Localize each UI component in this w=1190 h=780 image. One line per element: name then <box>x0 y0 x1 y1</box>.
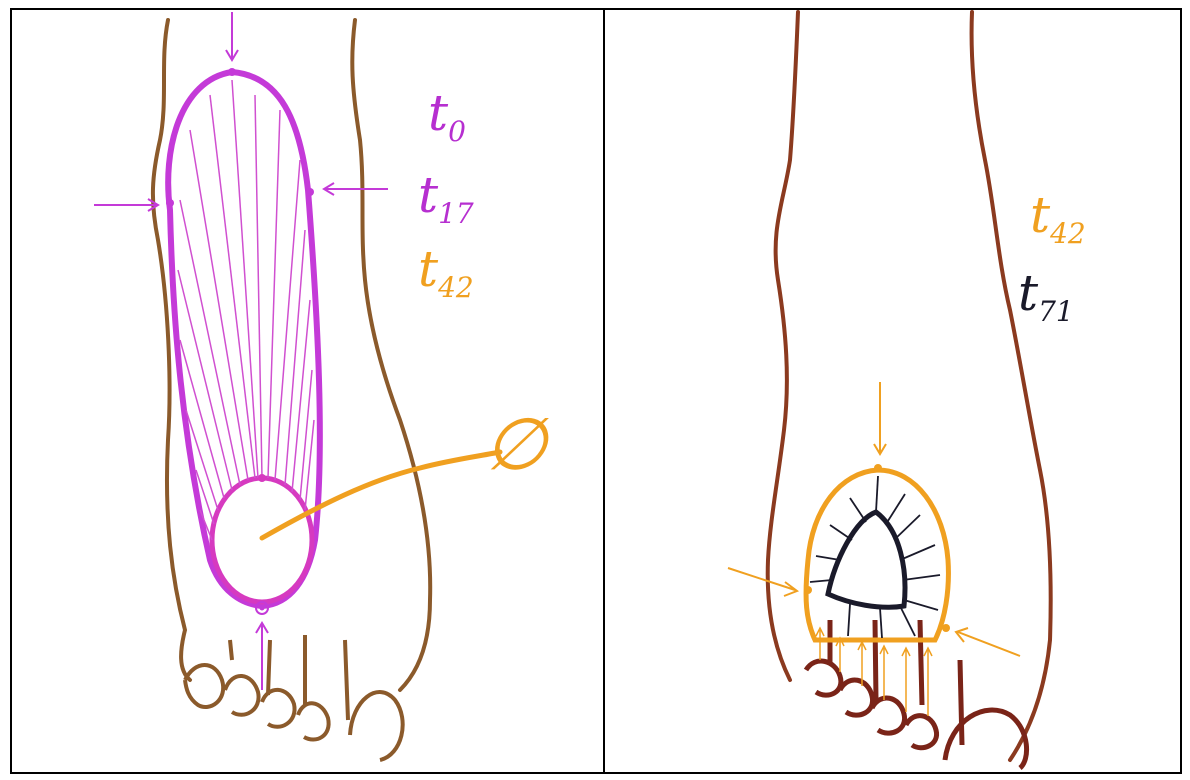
left-label-t0: t0 <box>428 88 466 146</box>
left-label-t42: t42 <box>418 244 474 302</box>
left-label-t17: t17 <box>418 170 474 228</box>
right-foot-outline <box>768 12 1051 760</box>
magenta-arrows <box>94 12 388 690</box>
right-panel <box>728 12 1051 768</box>
left-toes <box>185 635 403 760</box>
empty-set-symbol: ∅ <box>484 408 547 480</box>
magenta-shape <box>166 68 320 614</box>
right-label-t42: t42 <box>1030 190 1086 248</box>
right-label-t71: t71 <box>1018 268 1074 326</box>
